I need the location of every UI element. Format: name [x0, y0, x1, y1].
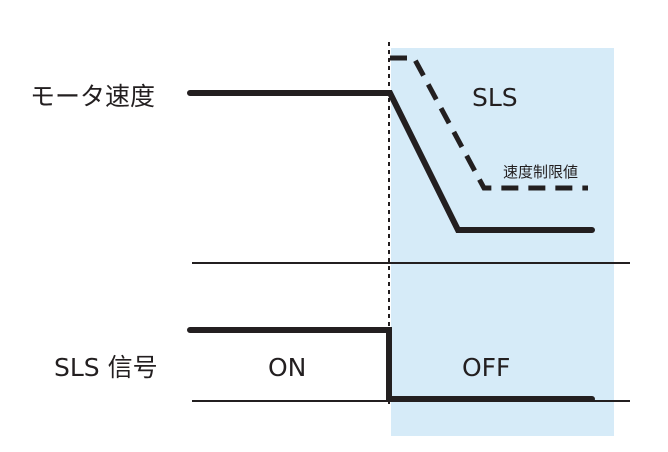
sls-signal-label: SLS 信号: [54, 353, 158, 382]
sls-active-region: [391, 48, 614, 436]
signal-off-label: OFF: [462, 353, 510, 382]
motor-speed-trace: [187, 90, 595, 233]
speed-limit-trace: [390, 55, 588, 191]
sls-region-label: SLS: [472, 83, 518, 112]
sls-signal-trace: [187, 327, 595, 402]
motor-speed-label: モータ速度: [30, 82, 155, 111]
signal-on-label: ON: [268, 353, 306, 382]
speed-limit-label: 速度制限値: [503, 163, 578, 181]
